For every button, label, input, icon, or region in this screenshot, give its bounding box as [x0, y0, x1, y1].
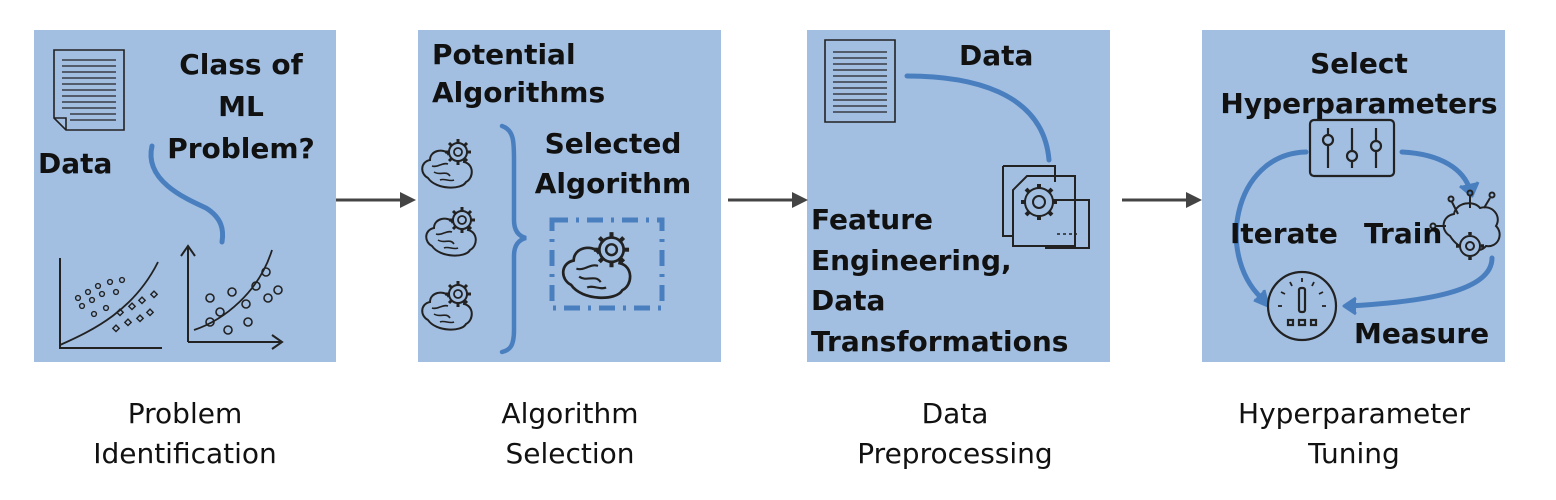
scatter-plot-icon: [59, 258, 162, 349]
algorithm-selection-panel: Potential Algorithms Selected Algorithm: [418, 30, 721, 362]
data-label: Data: [38, 147, 113, 180]
feature-engineering-label: Feature Engineering, Data Transformation…: [811, 203, 1069, 358]
scatter-plot-icon: [180, 244, 284, 350]
hyperparameter-tuning-panel: Select Hyperparameters Iterate Train Mea…: [1202, 30, 1505, 362]
document-icon: [53, 49, 125, 131]
connector-curve: [148, 143, 226, 245]
cycle-arrow-bottom: [1345, 255, 1495, 309]
data-preprocessing-graphics: [824, 39, 1090, 249]
title-remnant: [0, 0, 1556, 6]
problem-identification-caption: Problem Identification: [93, 397, 277, 470]
algorithm-selection-caption: Algorithm Selection: [501, 397, 639, 470]
flow-arrow: [336, 192, 416, 208]
flow-arrow: [1122, 192, 1202, 208]
document-icon: [824, 39, 896, 123]
sliders-icon: [1308, 118, 1396, 178]
data-label: Data: [959, 39, 1034, 72]
selected-algorithm-label: Selected Algorithm: [534, 127, 692, 200]
gauge-icon: [1266, 270, 1338, 342]
problem-identification-graphics: [53, 49, 284, 350]
flow-arrow: [728, 192, 808, 208]
data-preprocessing-caption: Data Preprocessing: [857, 397, 1053, 470]
brain-circuit-icon: [1429, 189, 1501, 260]
brain-gear-icon: [420, 137, 474, 190]
connector-curve: [904, 73, 1052, 163]
hyperparameter-tuning-caption: Hyperparameter Tuning: [1238, 397, 1470, 470]
iterate-label: Iterate: [1230, 217, 1338, 250]
brace: [499, 123, 527, 355]
brain-gear-icon: [420, 279, 474, 332]
algorithm-selection-graphics: [420, 123, 665, 355]
measure-label: Measure: [1354, 317, 1490, 350]
hyperparameter-tuning-graphics: [1233, 118, 1501, 342]
train-label: Train: [1364, 217, 1443, 250]
cycle-arrow-right: [1399, 149, 1473, 193]
ml-problem-label: Class of ML Problem?: [167, 48, 315, 165]
brain-gear-icon: [563, 232, 630, 298]
cycle-arrow-left: [1233, 149, 1309, 305]
problem-identification-panel: Class of ML Problem? Data: [34, 30, 336, 362]
selection-box: [549, 217, 665, 311]
potential-algorithms-label: Potential Algorithms: [432, 38, 606, 109]
select-hyperparameters-label: Select Hyperparameters: [1220, 47, 1498, 120]
document-gear-icon: [1002, 165, 1090, 249]
brain-gear-icon: [424, 205, 478, 258]
data-preprocessing-panel: Data Feature Engineering, Data Transform…: [807, 30, 1110, 362]
